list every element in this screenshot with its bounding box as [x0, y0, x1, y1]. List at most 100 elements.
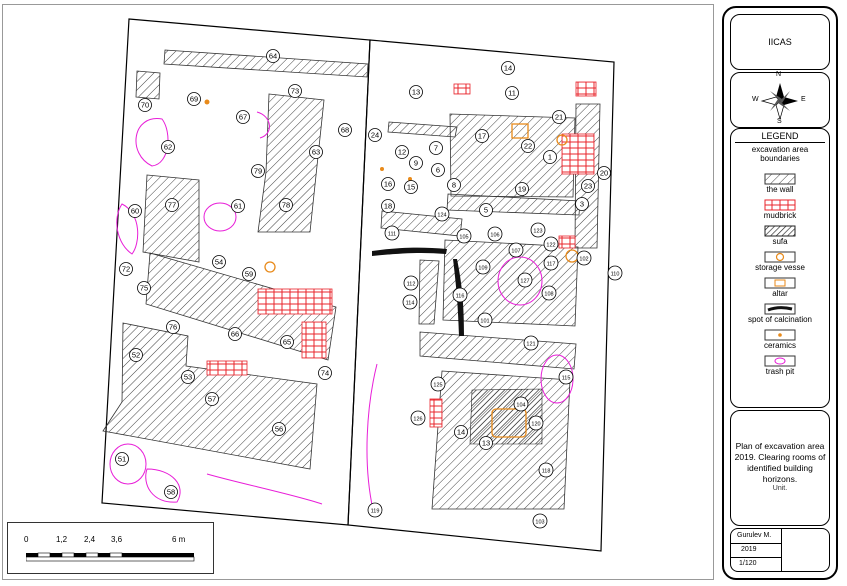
room-marker-circle	[403, 275, 419, 291]
room-marker-circle	[576, 250, 592, 266]
room-number: 111	[388, 232, 396, 238]
room-marker-circle	[597, 166, 611, 180]
legend-item-vessel: storage vesse	[731, 251, 829, 272]
room-marker-circle	[205, 392, 219, 406]
room-marker-circle	[552, 110, 566, 124]
room-marker-circle	[165, 198, 179, 212]
room-number: 112	[407, 282, 416, 288]
legend-label-trash: trash pit	[765, 367, 795, 376]
room-marker-east-13: 8	[447, 178, 461, 192]
room-marker-circle	[272, 422, 286, 436]
room-marker-circle	[515, 182, 529, 196]
room-marker-east-11: 9	[409, 156, 423, 170]
room-number: 24	[371, 131, 379, 140]
room-number: 23	[584, 182, 592, 191]
room-marker-west-5: 62	[161, 140, 175, 154]
room-marker-circle	[137, 281, 151, 295]
room-marker-circle	[528, 415, 544, 431]
room-marker-west-2: 69	[187, 92, 201, 106]
room-marker-circle	[138, 98, 152, 112]
room-marker-circle	[404, 180, 418, 194]
room-number: 11	[508, 89, 516, 98]
room-number: 18	[384, 202, 392, 211]
room-marker-east-6: 22	[521, 139, 535, 153]
room-marker-circle	[479, 203, 493, 217]
room-number: 77	[168, 201, 176, 210]
room-marker-east-21: 3	[575, 197, 589, 211]
room-marker-west-22: 74	[318, 366, 332, 380]
caption-title: Plan of excavation area 2019. Clearing r…	[734, 441, 826, 484]
room-marker-circle	[521, 139, 535, 153]
room-number: 125	[433, 383, 442, 389]
room-marker-circle	[338, 123, 352, 137]
room-marker-east-33: 112	[403, 275, 419, 291]
room-marker-circle	[410, 410, 426, 426]
room-marker-circle	[541, 285, 557, 301]
organization: IICAS	[730, 14, 830, 70]
room-marker-circle	[279, 198, 293, 212]
mudbrick-swatch-icon	[764, 199, 796, 211]
room-number: 104	[516, 403, 525, 409]
legend-label-sufa: sufa	[772, 237, 788, 246]
room-number: 107	[511, 249, 520, 255]
room-number: 16	[384, 180, 392, 189]
room-marker-circle	[581, 179, 595, 193]
room-marker-circle	[128, 204, 142, 218]
room-number: 68	[341, 126, 349, 135]
caption-subtitle: Unit.	[772, 485, 788, 492]
room-number: 52	[132, 351, 140, 360]
room-number: 14	[457, 428, 465, 437]
room-number: 114	[406, 301, 415, 307]
room-marker-east-40: 120	[528, 415, 544, 431]
room-marker-east-34: 114	[402, 294, 418, 310]
room-number: 124	[437, 213, 446, 219]
room-number: 65	[283, 338, 291, 347]
room-number: 67	[239, 113, 247, 122]
room-marker-east-15: 1	[543, 150, 557, 164]
room-number: 5	[484, 206, 488, 215]
room-marker-circle	[384, 225, 400, 241]
room-marker-east-42: 126	[410, 410, 426, 426]
room-marker-circle	[164, 485, 178, 499]
room-number: 120	[531, 422, 540, 428]
room-number: 60	[131, 207, 139, 216]
room-marker-circle	[318, 366, 332, 380]
room-number: 21	[555, 113, 563, 122]
room-marker-circle	[475, 129, 489, 143]
room-marker-west-13: 72	[119, 262, 133, 276]
legend-label-mudbrick: mudbrick	[763, 211, 797, 220]
room-marker-circle	[115, 452, 129, 466]
room-marker-circle	[280, 335, 294, 349]
room-marker-circle	[395, 145, 409, 159]
room-marker-east-45: 118	[538, 462, 554, 478]
room-number: 74	[321, 369, 329, 378]
room-marker-west-4: 67	[236, 110, 250, 124]
room-marker-circle	[508, 242, 524, 258]
legend-item-altar: altar	[731, 277, 829, 298]
room-marker-east-8: 12	[395, 145, 409, 159]
legend: LEGEND excavation area boundaries the wa…	[730, 128, 830, 408]
room-marker-circle	[166, 320, 180, 334]
compass-w: W	[752, 96, 759, 103]
room-marker-circle	[434, 206, 450, 222]
room-marker-west-9: 77	[165, 198, 179, 212]
room-number: 72	[122, 265, 130, 274]
room-number: 127	[520, 279, 529, 285]
room-number: 56	[275, 425, 283, 434]
room-number: 61	[234, 202, 242, 211]
scale-label-4: 6 m	[172, 535, 186, 544]
room-marker-circle	[452, 287, 468, 303]
room-marker-circle	[479, 436, 493, 450]
room-marker-circle	[409, 156, 423, 170]
room-marker-circle	[402, 294, 418, 310]
stamp-scale: 1/120	[739, 560, 757, 567]
room-marker-circle	[517, 272, 533, 288]
room-marker-circle	[367, 502, 383, 518]
room-marker-east-22: 111	[384, 225, 400, 241]
room-marker-east-39: 104	[513, 396, 529, 412]
room-number: 7	[434, 144, 438, 153]
room-marker-east-9: 16	[381, 177, 395, 191]
room-number: 102	[579, 257, 588, 263]
room-marker-west-6: 63	[309, 145, 323, 159]
